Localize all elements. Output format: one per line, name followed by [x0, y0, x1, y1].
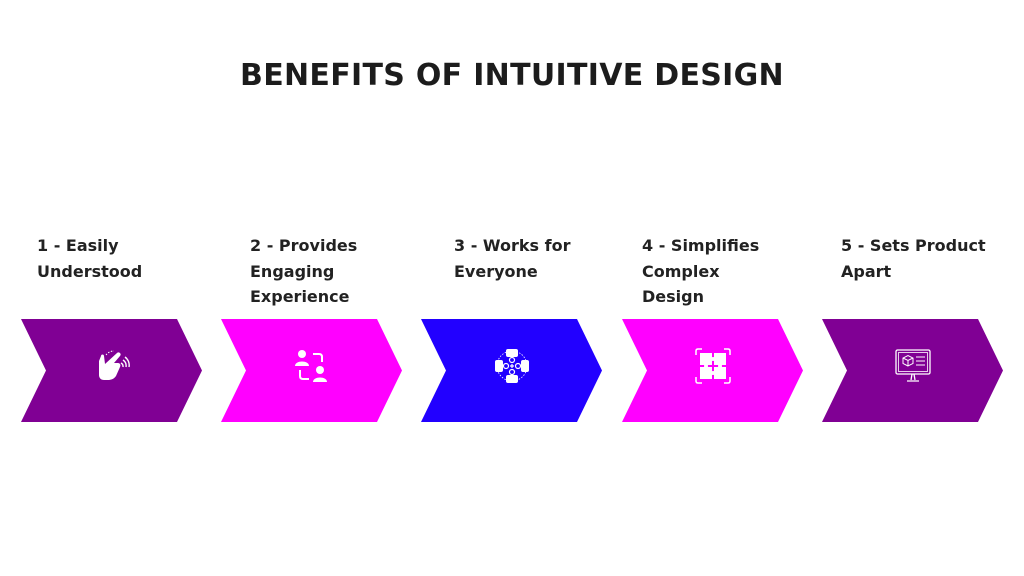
- chevron-shape: [822, 319, 1003, 422]
- step-1-chevron: [21, 319, 203, 422]
- puzzle-icon: [695, 348, 731, 384]
- step-1-label: 1 - Easily Understood: [37, 236, 143, 281]
- touch-gesture-icon: [99, 350, 130, 380]
- chevron-shape: [421, 319, 602, 422]
- step-2-label: 2 - Provides Engaging Experience: [250, 236, 358, 306]
- step-5-label: 5 - Sets Product Apart: [841, 236, 986, 281]
- step-4-label: 4 - Simplifies Complex Design: [642, 236, 760, 306]
- chevron-shape: [622, 319, 803, 422]
- step-4-chevron: [622, 319, 804, 422]
- step-5-chevron: [822, 319, 1004, 422]
- collaboration-group-icon: [495, 349, 529, 383]
- user-exchange-icon: [295, 350, 327, 382]
- step-3-label: 3 - Works for Everyone: [454, 236, 571, 281]
- step-2-chevron: [221, 319, 403, 422]
- step-3-chevron: [421, 319, 603, 422]
- page-title: BENEFITS OF INTUITIVE DESIGN: [240, 58, 784, 93]
- product-monitor-icon: [895, 349, 931, 382]
- chevron-shape: [221, 319, 402, 422]
